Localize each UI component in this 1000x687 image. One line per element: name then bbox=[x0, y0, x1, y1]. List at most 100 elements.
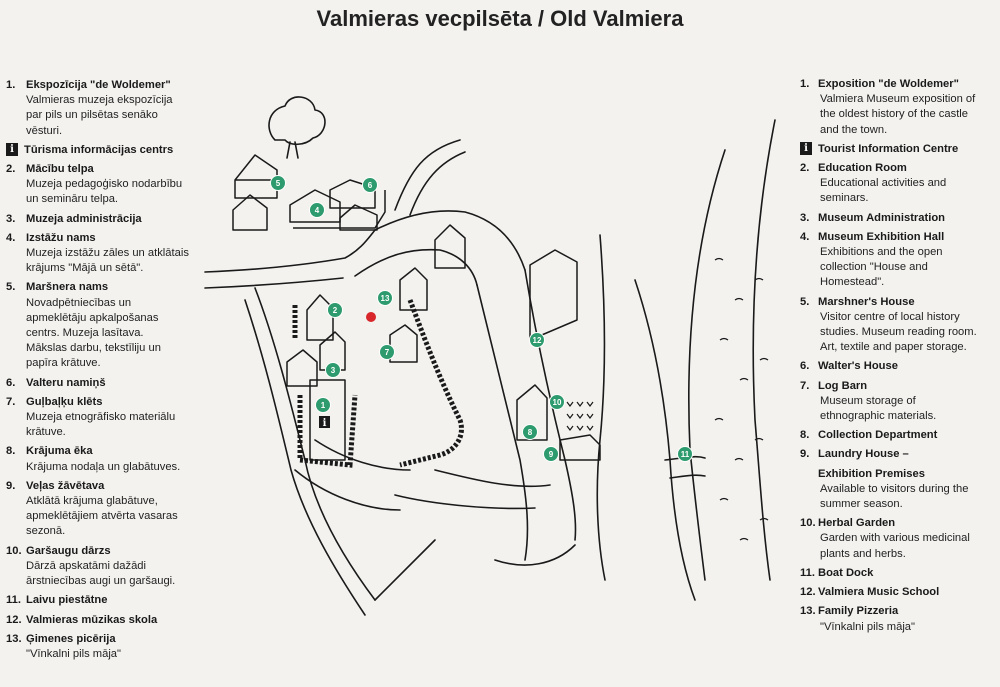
svg-text:13: 13 bbox=[381, 294, 390, 303]
map-marker-6[interactable]: 6 bbox=[362, 177, 378, 193]
page-title: Valmieras vecpilsēta / Old Valmiera bbox=[316, 6, 684, 31]
map-marker-3[interactable]: 3 bbox=[325, 362, 341, 378]
legend-name: Laundry House – bbox=[818, 448, 909, 461]
legend-name: Exhibition Premises bbox=[818, 467, 925, 480]
legend-description: papīra krātuve. bbox=[26, 357, 101, 370]
legend-latvian: 1. Ekspozīcija "de Woldemer" Valmieras muz… bbox=[6, 78, 202, 666]
svg-text:1: 1 bbox=[321, 401, 326, 410]
legend-number: 2. bbox=[800, 162, 810, 175]
legend-description: Homestead". bbox=[820, 276, 885, 289]
legend-description: apmeklētājiem atvērta vasaras bbox=[26, 510, 178, 523]
legend-description: vēsturi. bbox=[26, 124, 63, 137]
legend-description: Valmieras muzeja ekspozīcija bbox=[26, 94, 173, 107]
legend-number: 8. bbox=[800, 429, 810, 442]
svg-text:9: 9 bbox=[549, 450, 554, 459]
legend-description: Art, textile and paper storage. bbox=[820, 341, 967, 354]
legend-entry: 1.Exposition "de Woldemer"Valmiera Museu… bbox=[800, 77, 998, 138]
legend-entry: 3.Muzeja administrācija bbox=[6, 212, 202, 227]
legend-description: par pils un pilsētas senāko bbox=[26, 109, 158, 122]
map-marker-2[interactable]: 2 bbox=[327, 302, 343, 318]
legend-name: Laivu piestātne bbox=[26, 594, 108, 607]
legend-number: 2. bbox=[6, 163, 16, 176]
svg-text:3: 3 bbox=[331, 366, 336, 375]
legend-name: Museum Exhibition Hall bbox=[818, 230, 945, 243]
legend-name: Museum Administration bbox=[818, 211, 946, 224]
legend-entry: 13.Family Pizzeria"Vīnkalni pils māja" bbox=[800, 604, 998, 634]
legend-name: Krājuma ēka bbox=[26, 445, 93, 458]
map-marker-9[interactable]: 9 bbox=[543, 446, 559, 462]
legend-entry: 12. Valmieras mūzikas skola bbox=[6, 613, 202, 628]
map-marker-5[interactable]: 5 bbox=[270, 175, 286, 191]
legend-description: Educational activities and bbox=[820, 177, 947, 190]
legend-name: Garšaugu dārzs bbox=[26, 544, 111, 557]
legend-name: Marshner's House bbox=[818, 295, 915, 308]
legend-number: 7. bbox=[6, 395, 16, 408]
map-marker-4[interactable]: 4 bbox=[309, 202, 325, 218]
legend-number: 5. bbox=[800, 295, 810, 308]
map-marker-11[interactable]: 11 bbox=[677, 446, 693, 462]
map-marker-12[interactable]: 12 bbox=[529, 332, 545, 348]
svg-text:4: 4 bbox=[315, 206, 320, 215]
svg-text:5: 5 bbox=[276, 179, 281, 188]
legend-number: 9. bbox=[6, 479, 16, 492]
legend-entry: 11. Laivu piestātne bbox=[6, 593, 202, 608]
legend-number: 4. bbox=[6, 231, 16, 244]
legend-description: Available to visitors during the bbox=[820, 482, 969, 495]
legend-description: plants and herbs. bbox=[820, 547, 906, 560]
legend-number: 12. bbox=[800, 586, 816, 599]
legend-description: centrs. Muzeja lasītava. bbox=[26, 327, 144, 340]
legend-description: Novadpētniecības un bbox=[26, 296, 132, 309]
legend-description: Muzeja pedagoģisko nodarbību bbox=[26, 178, 183, 191]
info-icon[interactable]: i bbox=[319, 416, 330, 429]
legend-number: 6. bbox=[800, 360, 810, 373]
legend-number: 12. bbox=[6, 613, 22, 626]
herbal-garden-plants bbox=[566, 401, 594, 431]
legend-name: Walter's House bbox=[818, 360, 898, 373]
legend-name: Ģimenes picērija bbox=[26, 632, 116, 645]
legend-description: Krājuma nodaļa un glabātuves. bbox=[26, 460, 181, 473]
map-marker-7[interactable]: 7 bbox=[379, 344, 395, 360]
map-marker-10[interactable]: 10 bbox=[549, 394, 565, 410]
legend-number: 1. bbox=[6, 79, 16, 91]
legend-name: Family Pizzeria bbox=[818, 605, 899, 618]
legend-description: krājums "Mājā un sētā". bbox=[26, 262, 144, 275]
svg-text:i: i bbox=[323, 418, 327, 429]
svg-text:12: 12 bbox=[533, 336, 542, 345]
legend-english: 1.Exposition "de Woldemer"Valmiera Museu… bbox=[800, 77, 998, 639]
river-waves bbox=[714, 257, 769, 541]
legend-entry: 12.Valmiera Music School bbox=[800, 585, 998, 600]
legend-name: Collection Department bbox=[818, 429, 938, 442]
svg-text:2: 2 bbox=[333, 306, 338, 315]
map-marker-8[interactable]: 8 bbox=[522, 424, 538, 440]
legend-number: 6. bbox=[6, 376, 16, 389]
svg-text:6: 6 bbox=[368, 181, 373, 190]
legend-number: 3. bbox=[800, 211, 810, 224]
legend-description: studies. Museum reading room. bbox=[820, 326, 977, 339]
legend-number: 11. bbox=[6, 594, 21, 607]
legend-description: "Vīnkalni pils māja" bbox=[820, 620, 915, 633]
current-location-dot bbox=[366, 312, 376, 322]
legend-name: Ekspozīcija "de Woldemer" bbox=[26, 79, 171, 91]
legend-name: Valmieras mūzikas skola bbox=[26, 613, 158, 626]
map-marker-1[interactable]: 1 bbox=[315, 397, 331, 413]
legend-description: Visitor centre of local history bbox=[820, 310, 960, 323]
svg-text:10: 10 bbox=[553, 398, 562, 407]
legend-name: Exposition "de Woldemer" bbox=[818, 78, 959, 90]
legend-number: 8. bbox=[6, 445, 16, 458]
legend-name: Mācību telpa bbox=[26, 163, 94, 176]
map-marker-13[interactable]: 13 bbox=[377, 290, 393, 306]
svg-text:7: 7 bbox=[385, 348, 390, 357]
legend-name: Veļas žāvētava bbox=[26, 479, 105, 492]
legend-entry: 3. Museum Administration bbox=[800, 211, 998, 226]
legend-entry: 13.Ģimenes picērija"Vīnkalni pils māja" bbox=[6, 632, 202, 662]
